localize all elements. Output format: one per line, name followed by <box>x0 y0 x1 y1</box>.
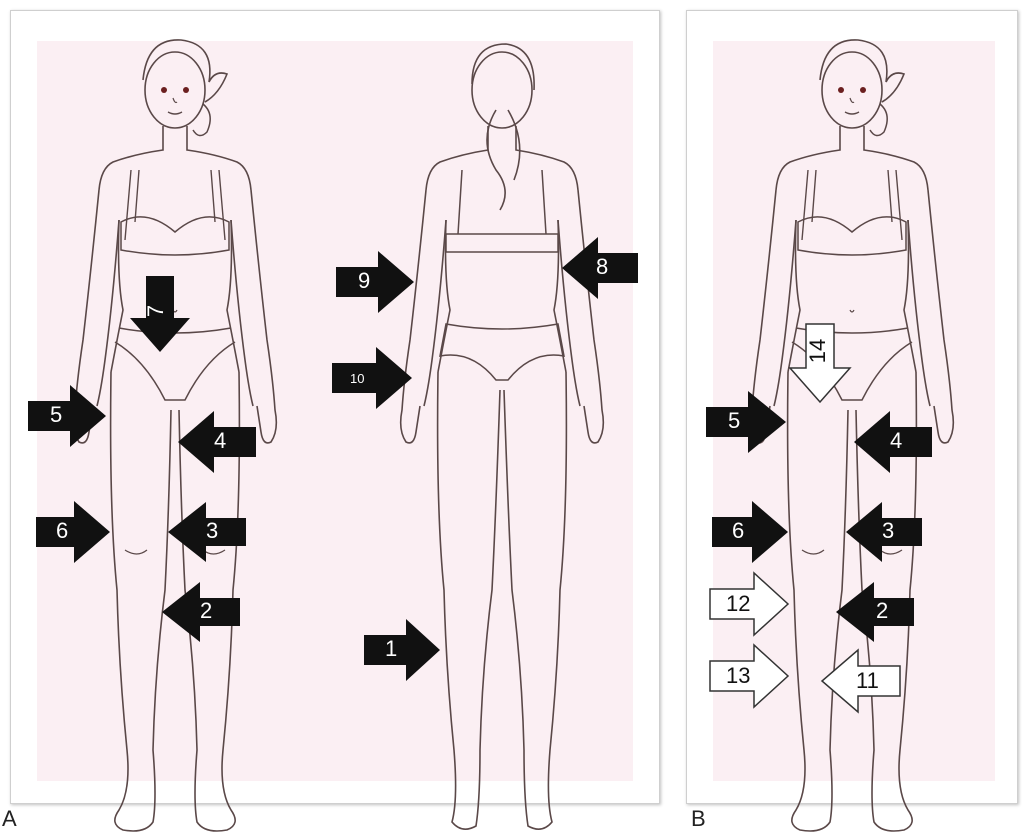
arrow-b6 <box>712 501 788 563</box>
panel-label-b: B <box>691 808 706 830</box>
arrow-a4 <box>178 411 256 473</box>
arrow-a10 <box>332 347 412 409</box>
arrow-a5 <box>28 385 106 447</box>
arrow-a2 <box>162 582 240 642</box>
arrow-b4 <box>854 411 932 473</box>
arrow-b13 <box>710 645 788 707</box>
arrow-a6 <box>36 501 110 563</box>
arrow-b11 <box>822 650 900 712</box>
arrow-b14 <box>790 324 850 402</box>
back-figure-a <box>401 44 604 829</box>
arrow-b5 <box>706 391 786 453</box>
arrow-b12 <box>710 573 788 635</box>
arrow-a7 <box>130 276 190 352</box>
arrow-a1 <box>364 619 440 681</box>
arrow-a9 <box>336 251 414 313</box>
arrow-a8 <box>562 237 638 299</box>
panel-label-a: A <box>2 808 17 830</box>
arrow-b2 <box>836 582 914 642</box>
